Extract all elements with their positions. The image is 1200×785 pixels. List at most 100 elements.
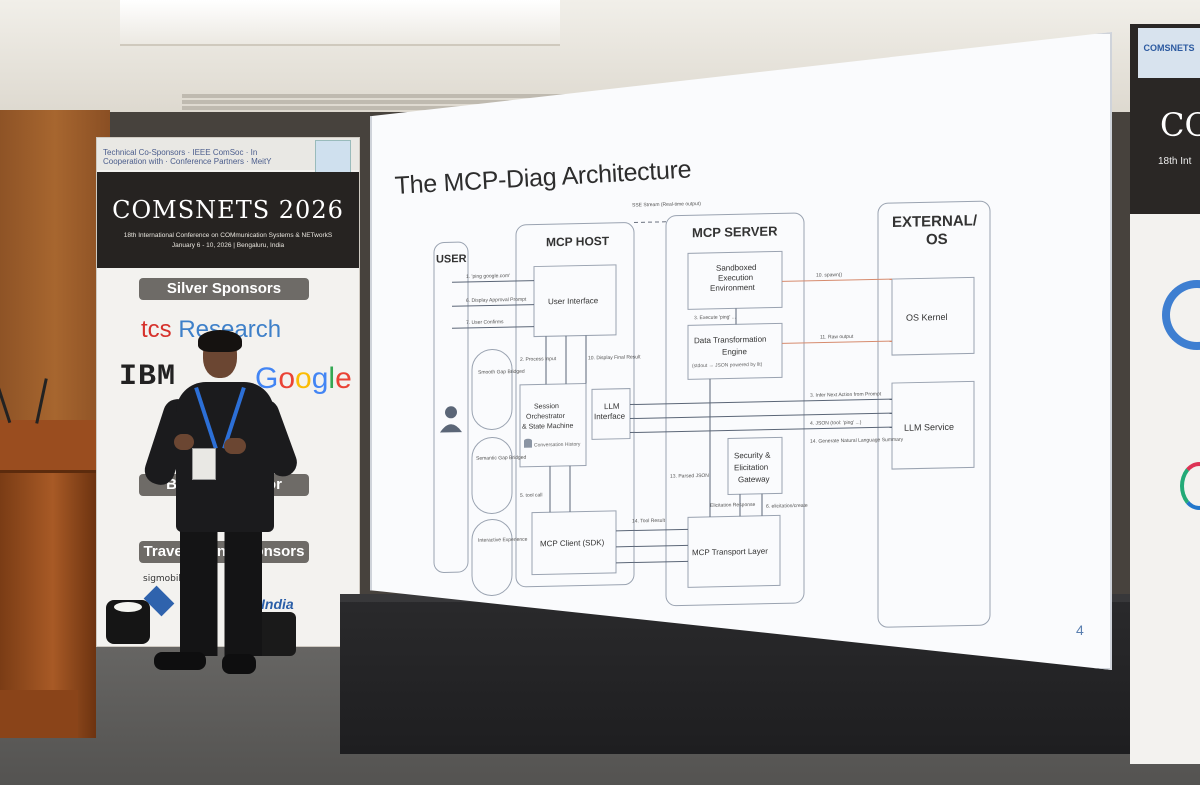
llm-service-label: LLM Service [904, 422, 954, 433]
user-person-icon [440, 406, 462, 433]
sandboxed-label-1: Sandboxed [716, 263, 756, 273]
comsnets-badge-icon [315, 140, 351, 174]
sigmobile-logo: sigmobile [143, 574, 187, 584]
mcp-host-column [515, 222, 635, 588]
google-letter: o [295, 362, 312, 395]
security-gateway-box [727, 436, 783, 496]
flow-label: 5. tool call [520, 492, 543, 498]
session-orch-label-1: Session [534, 403, 559, 411]
user-interface-box [533, 264, 617, 338]
right-banner-logo: COMSNETS [1138, 28, 1200, 78]
google-letter: l [328, 362, 336, 395]
mcp-transport-box [687, 514, 781, 588]
right-banner-title: CO [1160, 106, 1200, 144]
user-column [433, 241, 469, 573]
user-column-title: USER [436, 253, 467, 266]
name-badge [192, 448, 216, 480]
flow-label: 7. User Confirms [466, 319, 504, 326]
ceiling-light-panel [120, 0, 560, 46]
security-label-2: Elicitation [734, 463, 768, 473]
flow-label: 4. JSON (tool: 'ping' ...) [810, 420, 862, 427]
flow-label: 14. Generate Natural Language Summary [810, 437, 904, 445]
flow-label: SSE Stream (Real-time output) [632, 201, 701, 208]
banner-logo-text: Technical Co-Sponsors · IEEE ComSoc · In… [103, 148, 272, 166]
smooth-gap-note [471, 348, 513, 430]
llm-interface-label-2: Interface [594, 412, 626, 422]
smooth-gap-title: Smooth Gap Bridged [478, 369, 525, 376]
semantic-gap-title: Semantic Gap Bridged [476, 455, 527, 462]
google-letter: o [278, 362, 296, 395]
slide-page-number: 4 [1076, 622, 1084, 638]
architecture-diagram: USER MCP HOST MCP SERVER EXTERNAL/ OS Us… [433, 200, 991, 628]
flow-label: Elicitation Response [710, 502, 756, 509]
conversation-history-label: Conversation History [534, 442, 581, 449]
banner-title-block [97, 172, 359, 268]
os-kernel-box [891, 276, 975, 356]
semantic-gap-note [471, 436, 513, 514]
security-label-3: Gateway [738, 475, 770, 485]
sandboxed-box [687, 250, 783, 310]
external-os-title-2: OS [926, 231, 948, 248]
stage-light-icon [256, 612, 296, 656]
mcp-transport-label: MCP Transport Layer [692, 547, 768, 558]
data-transform-sub: (stdout → JSON powered by llt) [692, 362, 763, 369]
interactive-title: Interactive Experience [478, 537, 528, 544]
presenter-hand [224, 438, 246, 454]
flow-label: 2. Process Input [520, 356, 557, 363]
presenter-hair [198, 330, 242, 352]
flow-label: 10. spawn() [816, 272, 842, 279]
data-transform-box [687, 322, 783, 380]
external-os-column [877, 200, 991, 628]
sponsor-c-logo-icon [1162, 280, 1200, 350]
llm-service-box [891, 380, 975, 470]
presenter-torso [176, 382, 274, 532]
acm-india-logo: India [261, 596, 294, 612]
interactive-note [471, 518, 513, 596]
external-os-title-1: EXTERNAL/ [892, 212, 978, 231]
podium-base [0, 690, 78, 738]
projection-screen: The MCP-Diag Architecture [370, 32, 1112, 670]
mcp-server-title: MCP SERVER [692, 223, 778, 240]
data-transform-label-2: Engine [722, 347, 747, 357]
google-letter: g [311, 362, 329, 395]
ibm-logo: IBM [119, 360, 177, 394]
banner-dates: January 6 - 10, 2026 | Bengaluru, India [171, 242, 285, 249]
mcp-client-label: MCP Client (SDK) [540, 538, 605, 548]
banner-subtitle: 18th International Conference on COMmuni… [123, 232, 333, 239]
session-orchestrator-box [519, 382, 587, 468]
banner-title: COMSNETS 2026 [112, 196, 344, 224]
right-banner-subtitle: 18th Int [1158, 156, 1192, 167]
podium [0, 428, 96, 738]
stage-light-icon [106, 600, 150, 644]
flow-label: 13. Parsed JSON [670, 473, 709, 480]
llm-interface-box [591, 388, 631, 440]
presenter-shoe [154, 652, 206, 670]
sandboxed-label-3: Environment [710, 283, 756, 293]
flow-label: 10. Display Final Result [588, 354, 641, 361]
silver-sponsors-label: Silver Sponsors [139, 278, 309, 300]
mcp-client-box [531, 510, 617, 576]
llm-interface-label-1: LLM [604, 402, 620, 411]
presenter [140, 330, 301, 685]
flow-label: 6. Display Approval Prompt [466, 297, 527, 304]
podium-top [0, 420, 96, 473]
tcs-logo-text: tcs [141, 316, 172, 343]
flow-label: 1. 'ping google.com' [466, 273, 510, 280]
presenter-legs [180, 526, 262, 656]
flow-label: 6. elicitation/create [766, 503, 808, 510]
mcp-server-column [665, 212, 805, 607]
user-interface-label: User Interface [548, 296, 599, 306]
mcp-host-title: MCP HOST [546, 234, 610, 249]
presenter-shoe [222, 654, 256, 674]
sandboxed-label-2: Execution [718, 273, 753, 283]
flow-label: 3. Execute 'ping' ... [694, 314, 736, 321]
flow-label: 11. Raw output [820, 334, 854, 341]
database-icon [524, 438, 532, 448]
google-letter: e [335, 362, 352, 395]
flow-label: 14. Tool Result [632, 518, 666, 525]
session-orch-label-2: Orchestrator [526, 413, 566, 421]
presenter-hand [174, 434, 194, 450]
security-label-1: Security & [734, 451, 771, 461]
flow-label: 3. Infer Next Action from Prompt [810, 391, 882, 399]
data-transform-label-1: Data Transformation [694, 335, 766, 346]
